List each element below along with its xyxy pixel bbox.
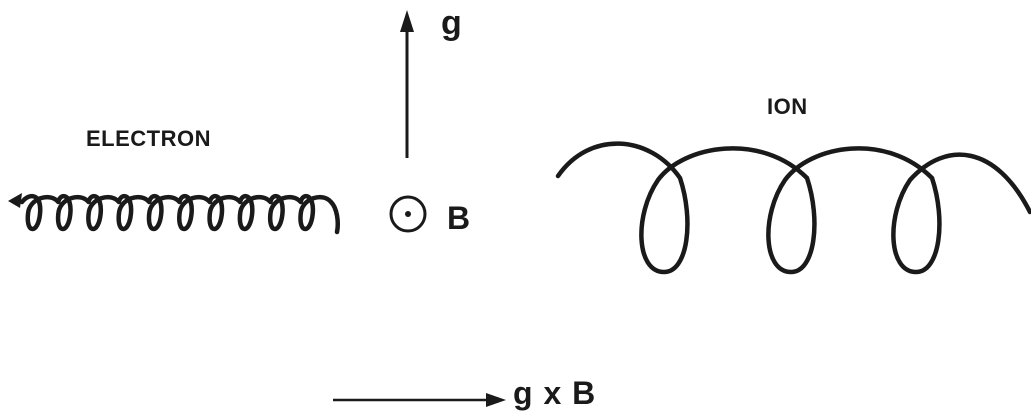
drift-direction-label: g x B (513, 375, 596, 411)
drift-arrow (333, 393, 506, 407)
electron-helix (8, 193, 340, 235)
ion-helix (555, 141, 1031, 275)
magnetic-field-symbol (389, 195, 427, 233)
ion-label: ION (767, 94, 808, 119)
magnetic-field-label: B (447, 200, 471, 236)
electron-arrowhead (8, 193, 22, 208)
electron-label: ELECTRON (86, 126, 211, 151)
gravity-arrow (400, 10, 414, 158)
gravity-label: g (441, 4, 462, 42)
